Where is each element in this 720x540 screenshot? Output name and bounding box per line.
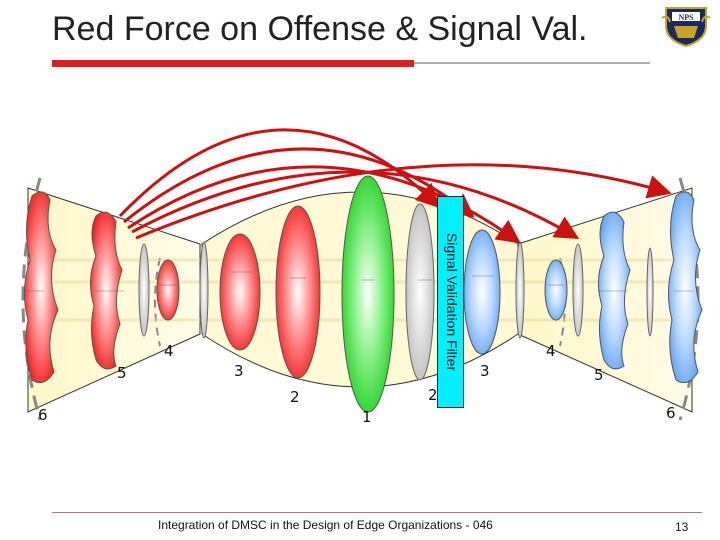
footer-divider [52, 512, 702, 513]
red-ellipse-1 [219, 233, 261, 351]
slide-title: Red Force on Offense & Signal Val. [52, 10, 588, 48]
layer-number-right-4: 4 [546, 342, 556, 360]
red-ellipse-2 [275, 205, 321, 379]
title-underline-grey [414, 62, 650, 64]
red-blob-mid [90, 211, 123, 370]
arrow-5 [135, 163, 672, 240]
arrow-4 [131, 170, 580, 240]
blue-lens-small [544, 259, 568, 321]
red-lens-small [156, 259, 180, 321]
layer-number-left-4: 4 [164, 342, 174, 360]
red-blob-outer [24, 191, 59, 384]
layer-number-left-3: 3 [234, 362, 244, 380]
title-underline-red [52, 60, 414, 67]
grey-lens-right-3 [646, 247, 654, 337]
grey-lens-left-1 [138, 243, 150, 337]
nps-logo: NPS [661, 7, 711, 48]
blue-blob-mid [598, 211, 631, 370]
page-number: 13 [675, 520, 689, 534]
green-ellipse [341, 175, 395, 413]
layer-number-right-2: 2 [428, 386, 438, 404]
layer-number-left-2: 2 [290, 388, 300, 406]
layer-number-center-1: 1 [362, 408, 372, 426]
blue-blob-outer [668, 191, 703, 384]
blue-ellipse-1 [463, 229, 501, 355]
tiny-labels [26, 271, 694, 292]
layer-number-left-6: 6 [38, 406, 48, 424]
grey-lens-center [405, 203, 435, 381]
grey-lens-right-2 [572, 243, 584, 337]
layer-number-right-5: 5 [594, 366, 604, 384]
layer-number-left-5: 5 [117, 364, 127, 382]
footer-text: Integration of DMSC in the Design of Edg… [158, 518, 493, 532]
left-inner-dashed-arc [154, 257, 161, 347]
grey-lens-right-1 [515, 241, 525, 339]
grey-lens-left-2 [199, 241, 209, 339]
layer-number-right-3: 3 [480, 362, 490, 380]
arrow-2 [123, 147, 475, 224]
filter-label: Signal Validation Filter [444, 232, 460, 372]
signal-validation-filter [437, 196, 464, 408]
layer-number-right-6: 6 [666, 404, 676, 422]
logo-text: NPS [678, 13, 694, 22]
